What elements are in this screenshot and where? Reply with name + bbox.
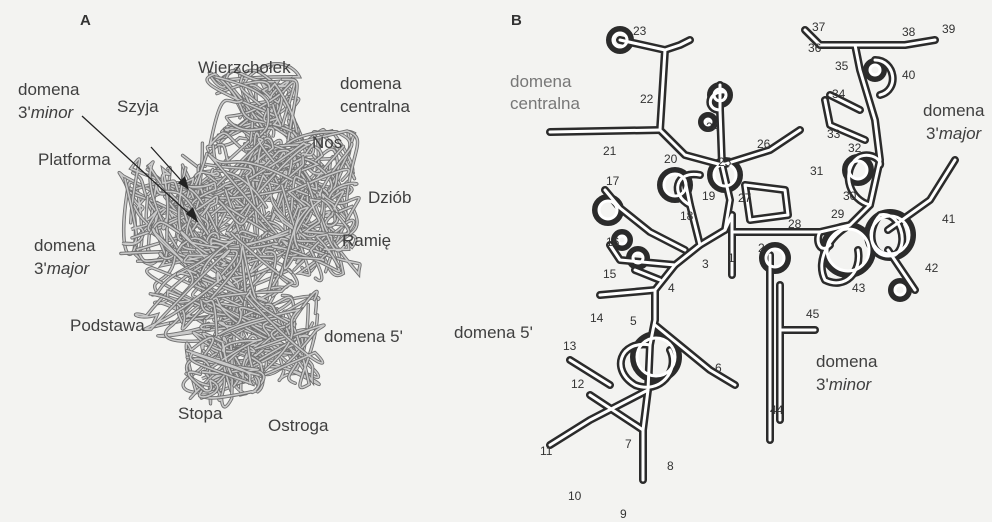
internal-loop-fill bbox=[827, 229, 869, 271]
label-b-major-1: domena bbox=[923, 101, 984, 121]
panel-b-secondary-structure: B 12345678910111213141516171819202122232… bbox=[470, 0, 992, 522]
helix-number: 20 bbox=[664, 152, 678, 166]
helix-number: 41 bbox=[942, 212, 956, 226]
helix-number: 39 bbox=[942, 22, 956, 36]
internal-loop-fill bbox=[870, 65, 880, 75]
label-ramie: Ramię bbox=[342, 231, 391, 251]
label-ostroga: Ostroga bbox=[268, 416, 328, 436]
helix-number: 19 bbox=[702, 189, 716, 203]
helix-number: 32 bbox=[848, 141, 862, 155]
helix-number: 26 bbox=[757, 137, 771, 151]
helix-number: 23 bbox=[633, 24, 647, 38]
label-szyja: Szyja bbox=[117, 97, 159, 117]
helix-number: 35 bbox=[835, 59, 849, 73]
helix-number: 34 bbox=[832, 87, 846, 101]
helix-number: 44 bbox=[770, 403, 784, 417]
internal-loop-fill bbox=[895, 285, 905, 295]
helix-number: 28 bbox=[788, 217, 802, 231]
helix-number: 24 bbox=[706, 120, 720, 134]
helix-number: 25 bbox=[718, 155, 732, 169]
helix-number: 33 bbox=[827, 127, 841, 141]
label-minor-domain-2: 3'minor bbox=[18, 103, 73, 123]
label-b-domain-5: domena 5' bbox=[454, 323, 533, 343]
helix-number: 13 bbox=[563, 339, 577, 353]
helix-number: 2 bbox=[758, 241, 765, 255]
helix-number: 29 bbox=[831, 207, 845, 221]
helix-number: 31 bbox=[810, 164, 824, 178]
helix-number: 8 bbox=[667, 459, 674, 473]
label-central-domain-2: centralna bbox=[340, 97, 410, 117]
helix-number: 37 bbox=[812, 20, 826, 34]
label-major-domain-1: domena bbox=[34, 236, 95, 256]
helix-number: 27 bbox=[738, 191, 752, 205]
label-minor-domain-1: domena bbox=[18, 80, 79, 100]
helix-channel bbox=[550, 130, 660, 132]
helix-number: 16 bbox=[606, 235, 620, 249]
helix-number: 30 bbox=[843, 189, 857, 203]
helix-number: 4 bbox=[668, 281, 675, 295]
label-b-central-1: domena bbox=[510, 72, 571, 92]
helix-number: 36 bbox=[808, 41, 822, 55]
helix-number: 22 bbox=[640, 92, 654, 106]
helix-number: 14 bbox=[590, 311, 604, 325]
label-domain-5: domena 5' bbox=[324, 327, 403, 347]
label-nos: Nos bbox=[312, 133, 342, 153]
helix-number: 10 bbox=[568, 489, 582, 503]
label-wierzcholek: Wierzchołek bbox=[198, 58, 291, 78]
label-platforma: Platforma bbox=[38, 150, 111, 170]
label-b-minor-1: domena bbox=[816, 352, 877, 372]
label-central-domain-1: domena bbox=[340, 74, 401, 94]
helix-number: 17 bbox=[606, 174, 620, 188]
helix-number: 9 bbox=[620, 507, 627, 521]
label-dziob: Dziób bbox=[368, 188, 411, 208]
label-b-major-2: 3'major bbox=[926, 124, 981, 144]
helix-number: 45 bbox=[806, 307, 820, 321]
panel-a-ribosome-3d: A Wierzchołek domena centralna domena 3'… bbox=[0, 0, 470, 522]
label-stopa: Stopa bbox=[178, 404, 222, 424]
helix-number: 6 bbox=[715, 361, 722, 375]
helix-number: 3 bbox=[702, 257, 709, 271]
internal-loop-fill bbox=[599, 201, 617, 219]
label-major-domain-2: 3'major bbox=[34, 259, 89, 279]
helix-number: 38 bbox=[902, 25, 916, 39]
helix-number: 21 bbox=[603, 144, 617, 158]
helix-number: 40 bbox=[902, 68, 916, 82]
label-b-central-2: centralna bbox=[510, 94, 580, 114]
helix-number: 18 bbox=[680, 209, 694, 223]
helix-number: 12 bbox=[571, 377, 585, 391]
helix-number: 1 bbox=[728, 251, 735, 265]
helix-number: 11 bbox=[540, 444, 553, 458]
helix-number: 42 bbox=[925, 261, 939, 275]
label-b-minor-2: 3'minor bbox=[816, 375, 871, 395]
helix-number: 7 bbox=[625, 437, 632, 451]
helix-number: 15 bbox=[603, 267, 617, 281]
label-podstawa: Podstawa bbox=[70, 316, 145, 336]
helix-number: 5 bbox=[630, 314, 637, 328]
helix-number: 43 bbox=[852, 281, 866, 295]
